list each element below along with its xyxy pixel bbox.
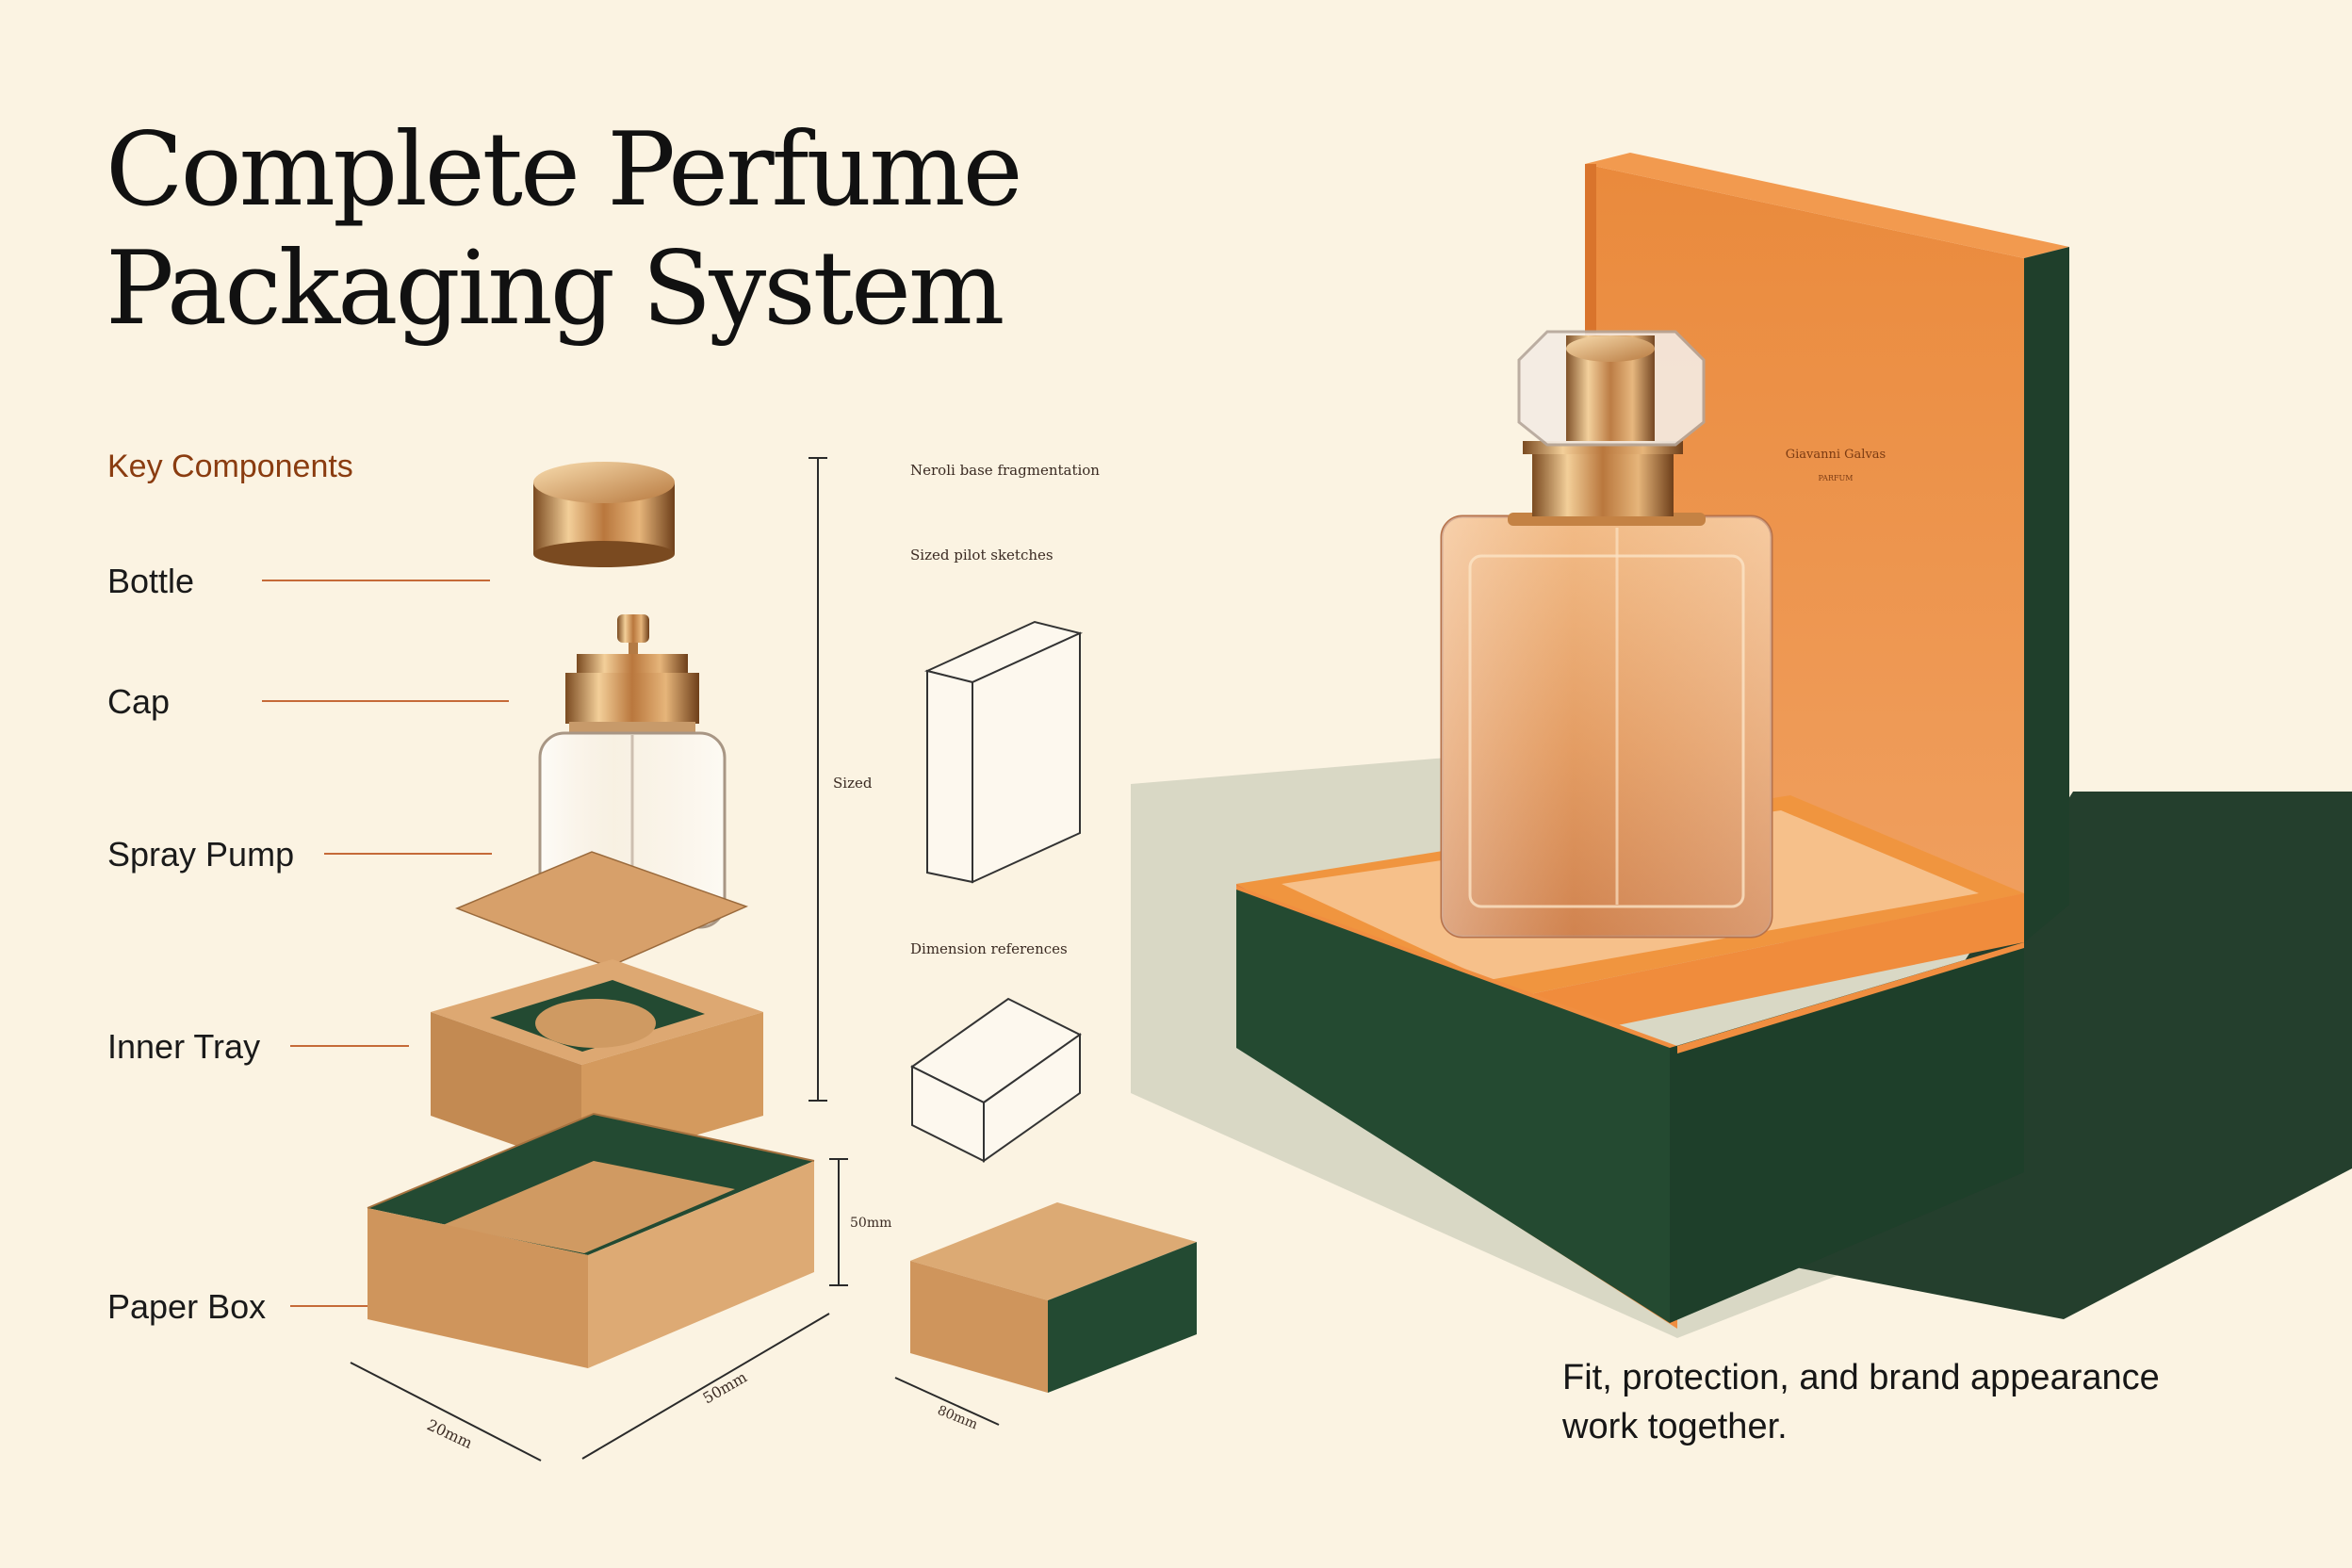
hero-collar xyxy=(1532,449,1674,516)
exploded-cap xyxy=(533,462,675,567)
kraft-box-side xyxy=(1048,1242,1197,1393)
title-line-1: Complete Perfume xyxy=(106,111,1023,229)
tech-note-3: Dimension references xyxy=(910,940,1068,957)
hero-cap-gold-top xyxy=(1566,335,1655,362)
lid-right-side xyxy=(2024,247,2069,942)
lid-top-edge xyxy=(1585,153,2069,258)
box-floor xyxy=(443,1161,735,1253)
pump-stem xyxy=(629,643,638,656)
dim-line-width xyxy=(350,1362,542,1462)
dim-box-text: 50mm xyxy=(850,1216,891,1231)
lid-brand-name: Giavanni Galvas xyxy=(1786,448,1886,462)
pump-collar-top xyxy=(577,654,688,675)
hero-bottle xyxy=(1440,330,1773,939)
component-label-inner-tray: Inner Tray xyxy=(107,1027,261,1066)
title-line-2: Packaging System xyxy=(106,230,1004,348)
component-label-paper-box: Paper Box xyxy=(107,1287,267,1326)
tagline: Fit, protection, and brand appearance wo… xyxy=(1562,1353,2316,1451)
hero-bottle-inner-edge xyxy=(1468,554,1745,908)
box-right xyxy=(588,1161,814,1368)
tech-sketch-tall-box xyxy=(923,620,1084,884)
dimension-lines xyxy=(350,457,1000,1462)
tray-left-side xyxy=(431,1012,581,1168)
tagline-line-1: Fit, protection, and brand appearance xyxy=(1562,1358,2160,1397)
tray-bottle-well xyxy=(535,999,656,1048)
tagline-line-2: work together. xyxy=(1562,1407,1788,1446)
exploded-paper-box xyxy=(367,1112,815,1368)
kraft-box-front xyxy=(910,1261,1048,1393)
base-side-green xyxy=(1670,942,2024,1323)
cap-top xyxy=(533,462,675,503)
cube-right xyxy=(983,1033,1081,1163)
base-front-green xyxy=(1236,890,1670,1323)
dim-side-label: Sized xyxy=(833,775,873,792)
component-label-cap: Cap xyxy=(107,682,171,721)
kraft-box-top xyxy=(910,1202,1197,1300)
base-tray-right-wall xyxy=(1470,893,2024,1055)
tall-box-left xyxy=(926,669,973,884)
dim-small-text: 80mm xyxy=(936,1403,980,1432)
cap-bottom-edge xyxy=(533,541,675,567)
dim-width-text: 20mm xyxy=(424,1415,475,1452)
hero-bottle-glass-sheen xyxy=(1442,516,1772,937)
key-components-heading: Key Components xyxy=(107,449,353,484)
pump-collar xyxy=(565,673,699,724)
page-title: Complete Perfume Packaging System xyxy=(106,111,1023,349)
box-front xyxy=(368,1208,588,1368)
tall-box-front xyxy=(972,631,1081,884)
box-rim xyxy=(367,1112,815,1209)
tech-sketch-kraft-box xyxy=(910,1202,1197,1393)
tech-sketch-cube xyxy=(910,997,1082,1163)
kraft-insert-card xyxy=(454,851,749,968)
base-side-orange-rim xyxy=(1677,942,2024,1054)
tech-note-1: Neroli base fragmentation xyxy=(910,462,1100,479)
tech-note-2: Sized pilot sketches xyxy=(910,547,1054,564)
component-label-spray-pump: Spray Pump xyxy=(107,835,295,874)
bottle-neck xyxy=(569,722,695,733)
lid-brand-sub: PARFUM xyxy=(1819,474,1854,482)
dim-depth-text: 50mm xyxy=(700,1368,750,1408)
dim-line-depth xyxy=(581,1313,830,1460)
pump-actuator xyxy=(617,614,649,643)
dim-line-small xyxy=(894,1377,1000,1426)
component-label-bottle: Bottle xyxy=(107,562,195,600)
